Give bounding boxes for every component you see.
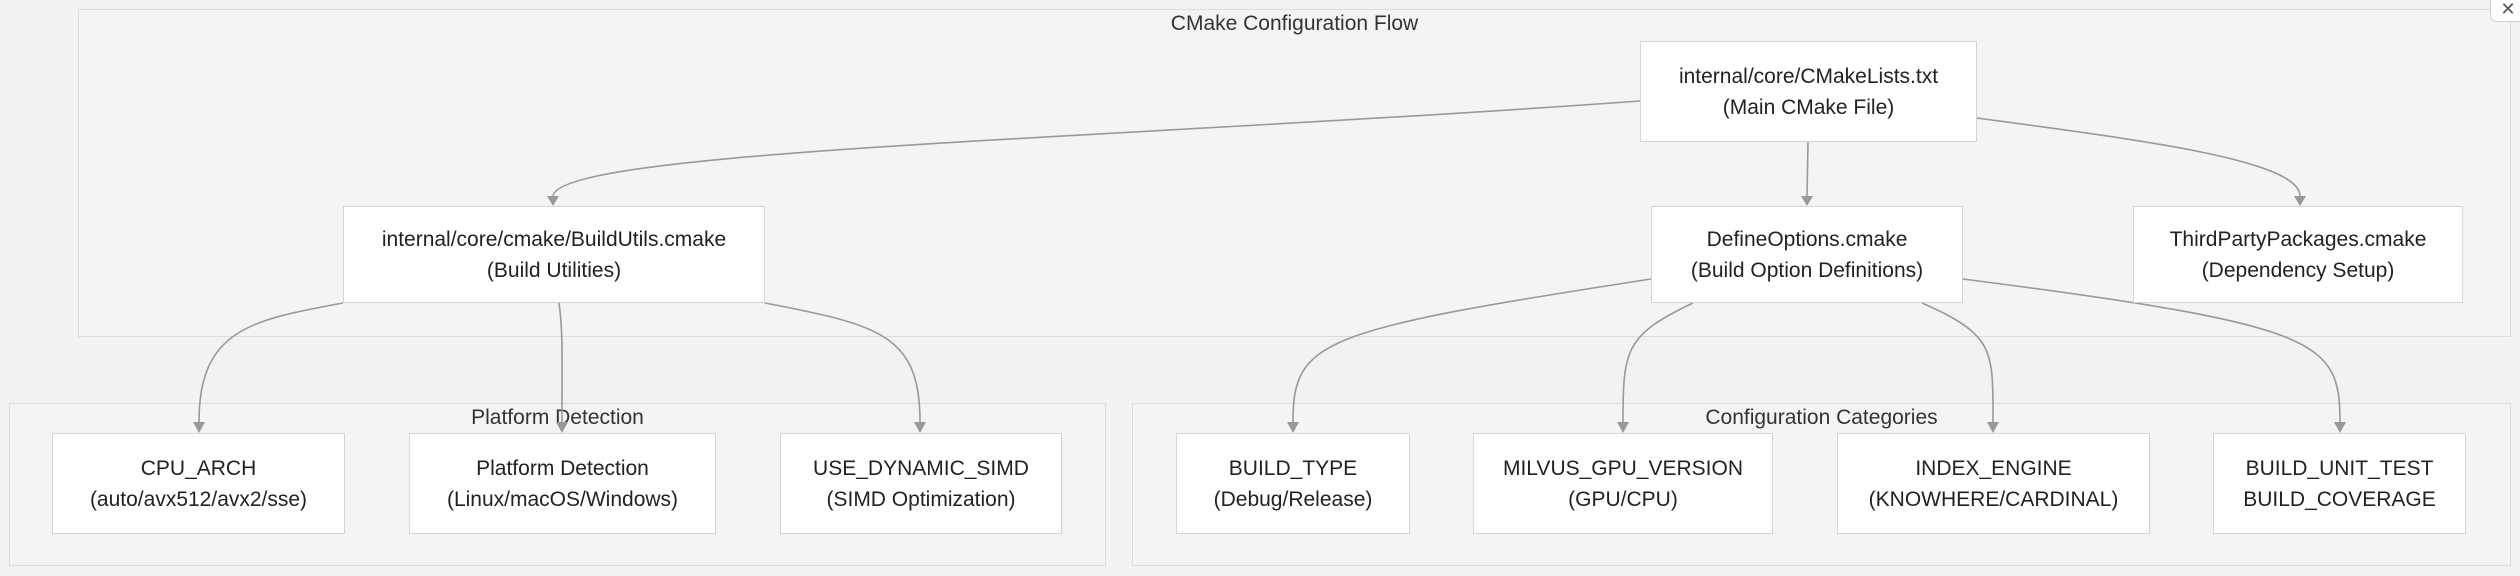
node-build-unit-test[interactable]: BUILD_UNIT_TEST BUILD_COVERAGE [2213,433,2466,534]
cluster-title: Configuration Categories [1705,406,1938,429]
node-build-type[interactable]: BUILD_TYPE (Debug/Release) [1176,433,1410,534]
node-line-2: (auto/avx512/avx2/sse) [89,487,308,511]
node-line-1: INDEX_ENGINE [1915,456,2072,480]
node-cmakelists-main[interactable]: internal/core/CMakeLists.txt (Main CMake… [1640,41,1977,142]
node-line-1: MILVUS_GPU_VERSION [1502,456,1743,480]
node-line-1: DefineOptions.cmake [1706,227,1908,251]
node-line-1: BUILD_TYPE [1228,456,1358,480]
node-line-2: (KNOWHERE/CARDINAL) [1868,487,2119,511]
node-milvus-gpu-version[interactable]: MILVUS_GPU_VERSION (GPU/CPU) [1473,433,1773,534]
node-line-1: CPU_ARCH [140,456,257,480]
node-line-1: BUILD_UNIT_TEST [2245,456,2434,480]
node-line-1: USE_DYNAMIC_SIMD [813,456,1029,480]
node-line-2: (SIMD Optimization) [826,487,1016,511]
node-line-1: Platform Detection [476,456,649,480]
node-line-1: internal/core/cmake/BuildUtils.cmake [381,227,727,251]
node-line-2: (Debug/Release) [1213,487,1373,511]
node-line-2: (Main CMake File) [1722,95,1895,119]
node-defineoptions[interactable]: DefineOptions.cmake (Build Option Defini… [1651,206,1963,303]
node-use-dynamic-simd[interactable]: USE_DYNAMIC_SIMD (SIMD Optimization) [780,433,1062,534]
node-buildutils[interactable]: internal/core/cmake/BuildUtils.cmake (Bu… [343,206,765,303]
node-line-2: (Dependency Setup) [2201,258,2395,282]
node-platform-detection[interactable]: Platform Detection (Linux/macOS/Windows) [409,433,716,534]
node-line-2: BUILD_COVERAGE [2243,487,2436,511]
node-line-2: (Build Option Definitions) [1690,258,1924,282]
cluster-title: Platform Detection [471,406,644,429]
node-index-engine[interactable]: INDEX_ENGINE (KNOWHERE/CARDINAL) [1837,433,2150,534]
node-thirdpartypackages[interactable]: ThirdPartyPackages.cmake (Dependency Set… [2133,206,2463,303]
cluster-title: CMake Configuration Flow [1170,12,1419,35]
close-icon[interactable]: ✕ [2490,0,2520,22]
node-line-1: internal/core/CMakeLists.txt [1678,64,1939,88]
node-line-1: ThirdPartyPackages.cmake [2169,227,2427,251]
node-line-2: (Linux/macOS/Windows) [446,487,679,511]
node-cpu-arch[interactable]: CPU_ARCH (auto/avx512/avx2/sse) [52,433,345,534]
node-line-2: (Build Utilities) [486,258,622,282]
node-line-2: (GPU/CPU) [1568,487,1678,511]
